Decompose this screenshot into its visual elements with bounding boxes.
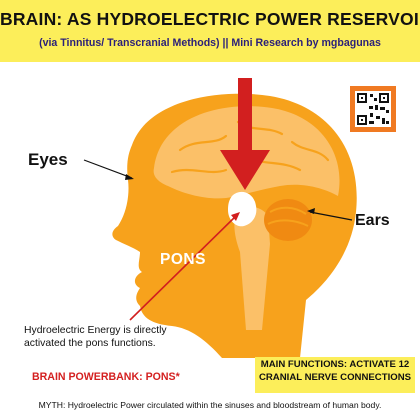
main-functions-line-2: CRANIAL NERVE CONNECTIONS [258, 371, 412, 383]
brainstem [234, 206, 270, 330]
energy-annotation-line-2: activated the pons functions. [24, 338, 156, 350]
eyes-pointer-tip [125, 174, 134, 180]
header-band [0, 0, 420, 62]
energy-annotation: Hydroelectric Energy is directly activat… [24, 324, 264, 351]
energy-arrow [220, 78, 270, 190]
ears-label: Ears [355, 212, 390, 229]
main-functions-box: MAIN FUNCTIONS: ACTIVATE 12 CRANIAL NERV… [255, 357, 415, 393]
ears-pointer-tip [307, 208, 315, 214]
pons-pointer-line [129, 213, 239, 321]
page-title: BRAIN: AS HYDROELECTRIC POWER RESERVOIR [0, 9, 420, 29]
myth-footer: MYTH: Hydroelectric Power circulated wit… [38, 400, 382, 410]
powerbank-label: BRAIN POWERBANK: PONS* [32, 371, 180, 383]
pons-label: PONS [160, 251, 206, 268]
eyes-pointer-line [83, 159, 133, 179]
eyes-label: Eyes [28, 150, 68, 169]
cerebellum-folds [267, 206, 309, 227]
energy-annotation-line-1: Hydroelectric Energy is directly [24, 325, 167, 336]
pons-pointer-tip [231, 212, 240, 221]
main-functions-line-1: MAIN FUNCTIONS: ACTIVATE 12 [260, 359, 410, 370]
page-subtitle: (via Tinnitus/ Transcranial Methods) || … [39, 37, 381, 49]
qr-code-icon [350, 86, 396, 132]
ears-pointer-line [309, 211, 353, 221]
